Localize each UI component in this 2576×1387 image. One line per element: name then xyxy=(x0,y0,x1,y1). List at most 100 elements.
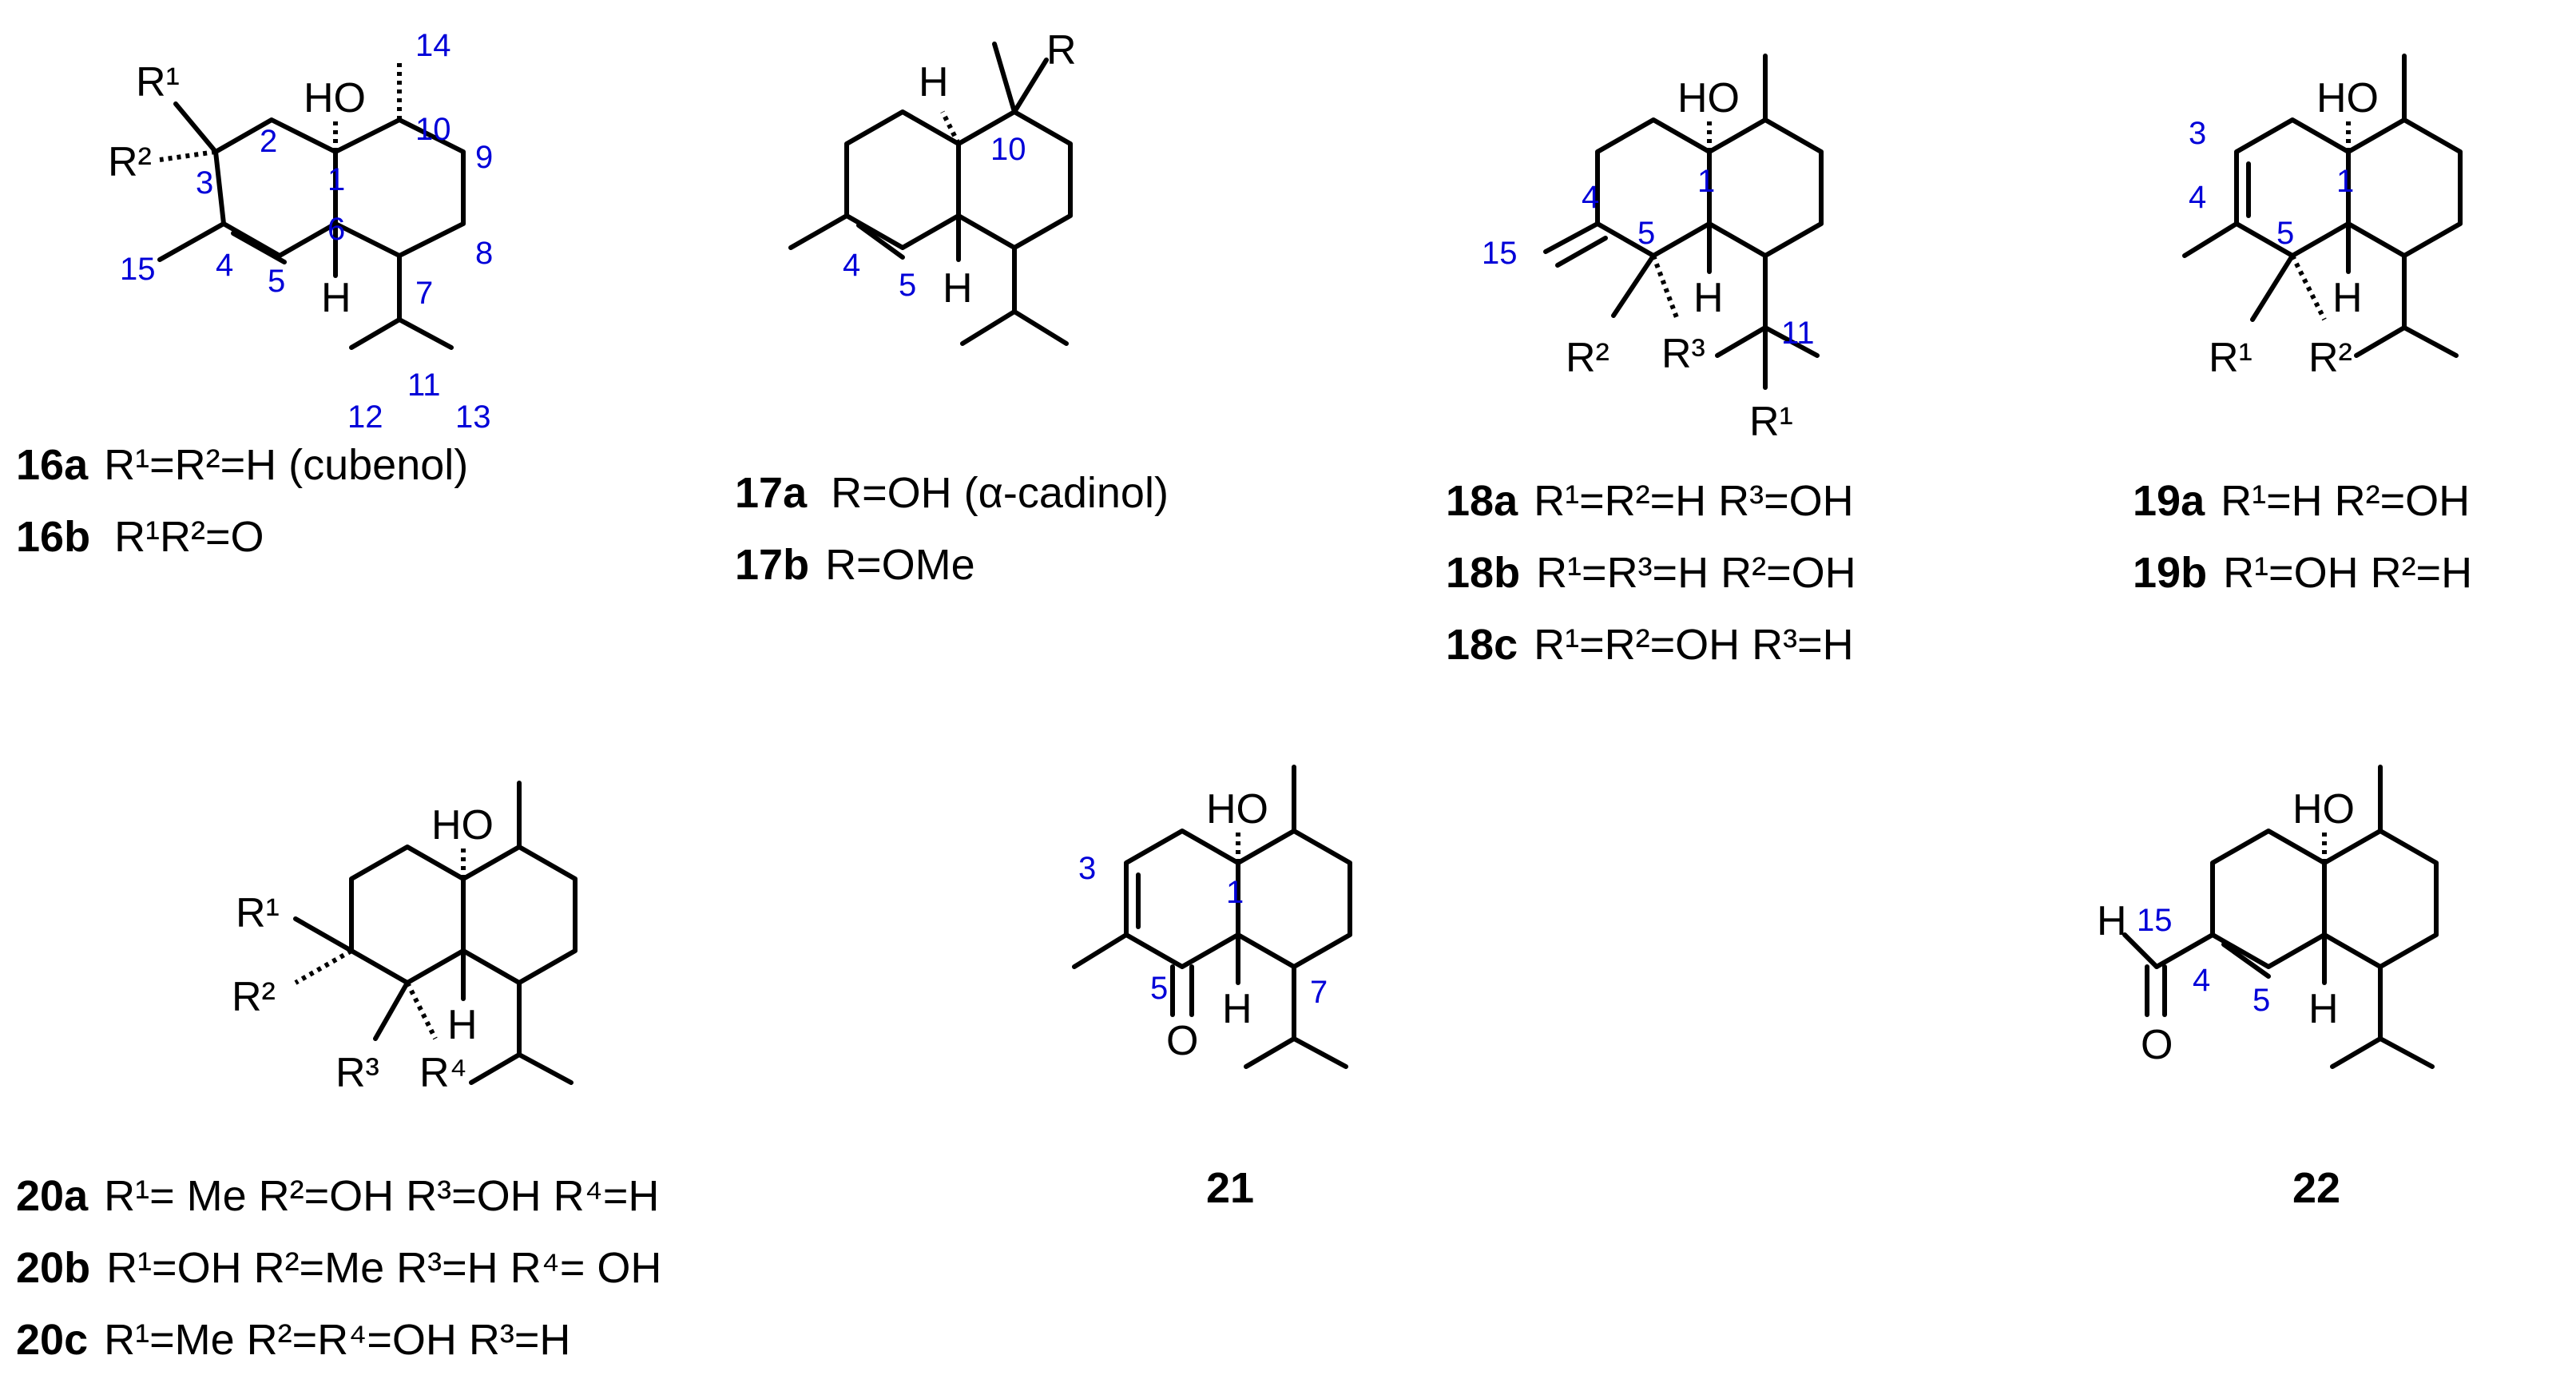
svg-text:3: 3 xyxy=(2189,116,2206,151)
label-r4: R⁴ xyxy=(419,1050,467,1096)
svg-text:5: 5 xyxy=(1637,216,1655,251)
label-o: O xyxy=(1166,1018,1198,1064)
caption-21: 21 xyxy=(1206,1164,1254,1212)
svg-text:9: 9 xyxy=(475,140,493,175)
locants: 3 1 5 7 xyxy=(1078,851,1328,1010)
locants: 14 2 10 1 3 9 6 15 4 8 7 5 11 12 13 xyxy=(120,28,493,435)
svg-text:1: 1 xyxy=(327,162,345,197)
svg-text:7: 7 xyxy=(415,276,433,311)
label-h-aldehyde: H xyxy=(2097,898,2127,944)
label-h: H xyxy=(2332,275,2363,321)
compound-20: HO R¹ R² H R³ R⁴ xyxy=(232,781,578,1096)
caption-22: 22 xyxy=(2292,1164,2340,1212)
label-r3: R³ xyxy=(335,1050,379,1096)
ring-skeleton xyxy=(1072,765,1352,1069)
label-o: O xyxy=(2141,1022,2173,1068)
label-ho: HO xyxy=(1206,786,1268,833)
svg-text:6: 6 xyxy=(327,212,345,247)
svg-text:3: 3 xyxy=(196,165,213,201)
svg-text:1: 1 xyxy=(1697,164,1715,199)
compound-21: HO O H 3 1 5 7 xyxy=(1072,765,1352,1069)
svg-text:5: 5 xyxy=(2253,983,2270,1018)
label-r2: R² xyxy=(232,974,276,1020)
label-h: H xyxy=(2308,986,2339,1032)
locants: 10 4 5 xyxy=(843,132,1026,303)
svg-text:5: 5 xyxy=(899,268,916,303)
ring-skeleton xyxy=(2182,54,2463,358)
label-ho: HO xyxy=(2292,786,2355,833)
label-r1: R¹ xyxy=(1749,399,1793,445)
svg-text:3: 3 xyxy=(1078,851,1096,886)
locants: 1 4 15 5 11 xyxy=(1482,164,1815,351)
compound-22: HO H O H 15 4 5 xyxy=(2097,765,2439,1069)
svg-text:1: 1 xyxy=(2336,164,2354,199)
label-h: H xyxy=(321,275,351,321)
label-r2: R² xyxy=(2308,335,2352,381)
label-r3: R³ xyxy=(1661,331,1705,377)
label-ho: HO xyxy=(431,802,494,848)
label-ho: HO xyxy=(2316,75,2379,121)
svg-text:10: 10 xyxy=(990,132,1026,167)
label-h: H xyxy=(447,1002,478,1048)
svg-text:13: 13 xyxy=(455,399,491,435)
label-r2: R² xyxy=(108,139,152,185)
svg-text:4: 4 xyxy=(1582,180,1599,215)
svg-text:5: 5 xyxy=(268,264,285,299)
svg-text:7: 7 xyxy=(1310,975,1328,1010)
label-h-bottom: H xyxy=(943,265,973,312)
svg-text:15: 15 xyxy=(120,252,156,287)
label-h: H xyxy=(1693,275,1724,321)
svg-text:4: 4 xyxy=(2189,180,2206,215)
svg-text:8: 8 xyxy=(475,236,493,271)
label-r2: R² xyxy=(1566,335,1610,381)
svg-text:4: 4 xyxy=(216,248,233,283)
svg-text:4: 4 xyxy=(843,248,860,283)
svg-text:15: 15 xyxy=(2137,903,2173,938)
svg-text:11: 11 xyxy=(407,368,441,403)
svg-text:15: 15 xyxy=(1482,236,1518,271)
label-ho: HO xyxy=(1677,75,1740,121)
svg-text:14: 14 xyxy=(415,28,451,63)
label-h-top: H xyxy=(919,59,949,105)
svg-text:10: 10 xyxy=(415,112,451,147)
label-r: R xyxy=(1046,27,1077,74)
label-r1: R¹ xyxy=(236,890,280,936)
ring-skeleton xyxy=(293,781,578,1085)
ring-skeleton xyxy=(1543,54,1824,390)
svg-text:5: 5 xyxy=(1150,971,1168,1006)
ring-skeleton xyxy=(157,60,466,350)
label-r1: R¹ xyxy=(2209,335,2253,381)
compound-19: HO H R¹ R² 3 1 4 5 xyxy=(2182,54,2463,381)
compound-17: H R H 10 4 5 xyxy=(788,27,1077,346)
svg-text:12: 12 xyxy=(347,399,383,435)
svg-text:4: 4 xyxy=(2193,963,2210,998)
svg-text:5: 5 xyxy=(2276,216,2294,251)
ring-skeleton xyxy=(788,42,1073,346)
captions-21: 21 xyxy=(1206,1164,1254,1212)
label-r1: R¹ xyxy=(136,59,180,105)
ring-skeleton xyxy=(2122,765,2439,1069)
svg-text:2: 2 xyxy=(260,124,277,159)
svg-text:11: 11 xyxy=(1781,316,1815,351)
svg-text:1: 1 xyxy=(1226,875,1244,910)
label-ho: HO xyxy=(304,75,366,121)
locants: 15 4 5 xyxy=(2137,903,2270,1018)
label-h: H xyxy=(1222,986,1252,1032)
